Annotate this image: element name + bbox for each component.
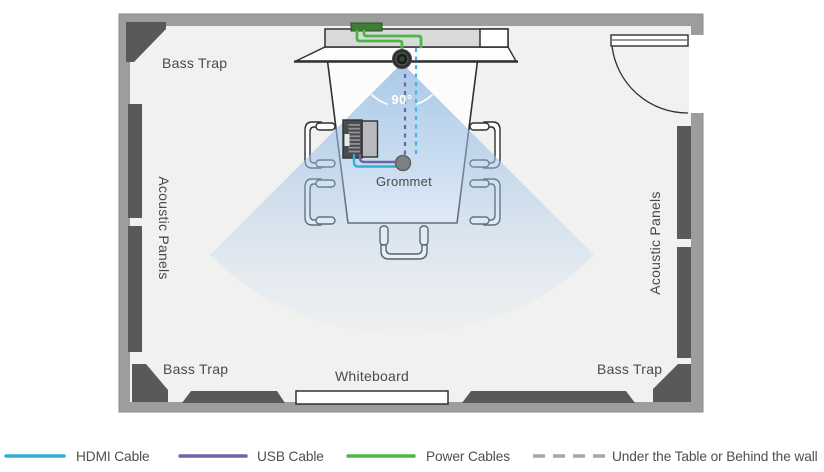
door-opening (689, 35, 705, 113)
acoustic-panel-bottom-right (462, 391, 635, 403)
acoustic-panel-bottom-left (182, 391, 285, 403)
laptop-screen (361, 120, 379, 158)
laptop-touchpad (344, 134, 350, 146)
acoustic-panels (128, 104, 691, 403)
acoustic-panel-left-1 (128, 104, 142, 218)
acoustic-panel-right-1 (677, 126, 691, 239)
bass-trap-label-bottom-right: Bass Trap (597, 361, 662, 377)
door-swing-arc (611, 45, 689, 114)
door (610, 34, 689, 114)
tv-display-end-section (479, 28, 509, 48)
hdmi-cable (352, 153, 400, 168)
legend: HDMI Cable USB Cable Power Cables Under … (4, 449, 818, 464)
laptop-keyboard (348, 124, 360, 153)
power-outlet (350, 22, 383, 32)
fov-indicator: 90° (371, 92, 433, 107)
video-bar-camera (392, 49, 412, 69)
legend-label-hidden-run: Under the Table or Behind the wall (612, 449, 818, 464)
whiteboard (295, 390, 449, 405)
camera-lens (399, 56, 405, 62)
bass-trap-top-left (126, 22, 166, 62)
acoustic-panels-label-right: Acoustic Panels (647, 191, 663, 294)
legend-label-hdmi: HDMI Cable (76, 449, 150, 464)
bass-trap-bottom-left (132, 364, 168, 402)
power-cable-to-display (362, 29, 423, 49)
grommet (394, 154, 412, 172)
bass-trap-label-top-left: Bass Trap (162, 55, 227, 71)
fov-arc-right (416, 94, 433, 105)
chair-armrest (469, 122, 490, 131)
legend-label-usb: USB Cable (257, 449, 324, 464)
bass-traps (126, 22, 691, 402)
laptop (342, 119, 379, 159)
bass-trap-label-bottom-left: Bass Trap (163, 361, 228, 377)
usb-cable (358, 153, 398, 164)
fov-angle-label: 90° (391, 92, 412, 107)
acoustic-panel-left-2 (128, 226, 142, 352)
grommet-label: Grommet (376, 174, 432, 189)
legend-label-power: Power Cables (426, 449, 510, 464)
camera-fov-cone (210, 63, 594, 335)
fov-arc-left (371, 94, 388, 105)
acoustic-panel-right-2 (677, 247, 691, 358)
whiteboard-label: Whiteboard (335, 368, 409, 384)
chair-armrest (315, 122, 336, 131)
bass-trap-bottom-right (653, 364, 691, 402)
acoustic-panels-label-left: Acoustic Panels (156, 176, 172, 279)
power-cable-to-camera (355, 29, 404, 55)
